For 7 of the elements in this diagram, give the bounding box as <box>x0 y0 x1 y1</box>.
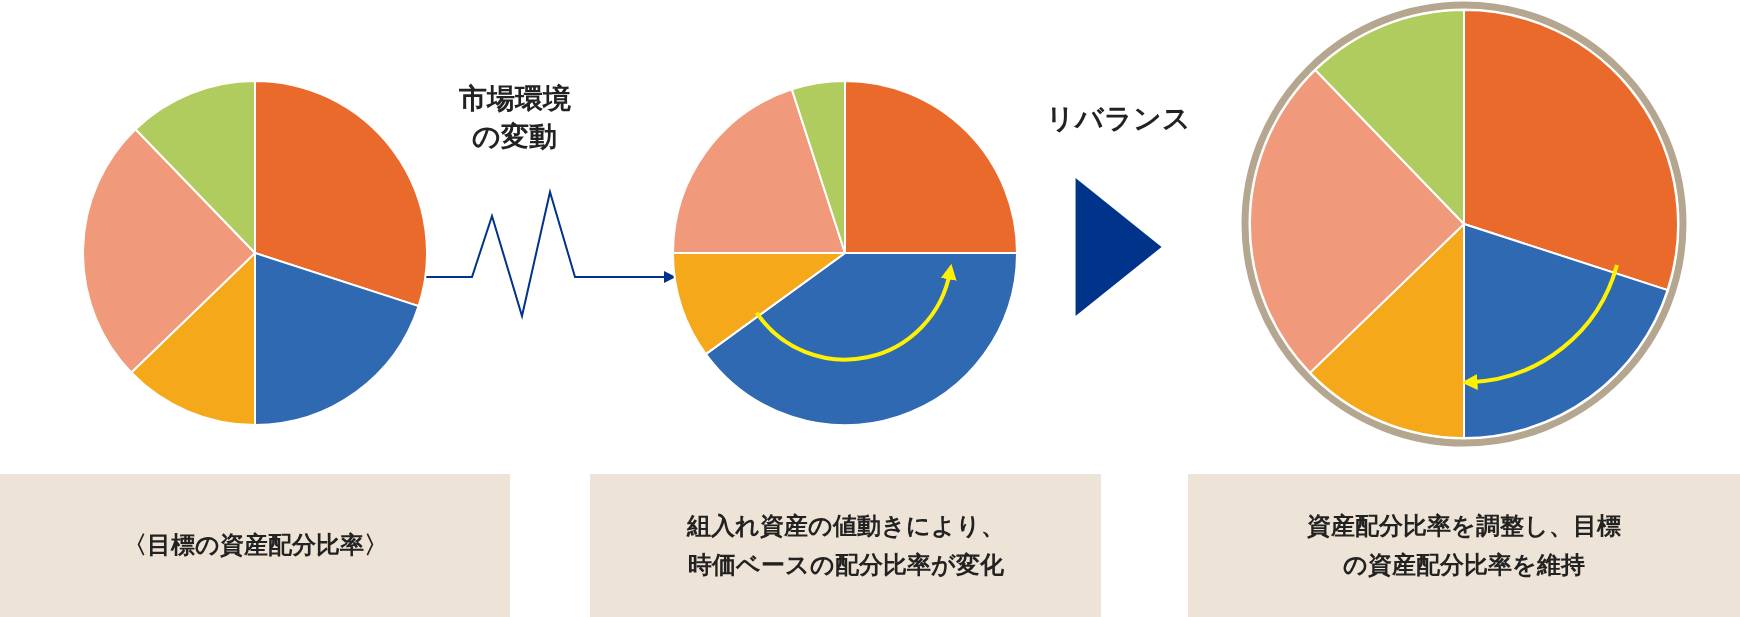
caption-panel <box>0 474 510 617</box>
caption-text: 資産配分比率を調整し、目標の資産配分比率を維持 <box>1306 511 1622 581</box>
caption-panel <box>1188 474 1740 617</box>
caption-panel <box>590 474 1101 617</box>
arrow <box>1075 178 1162 316</box>
caption-text: 組入れ資産の値動きにより、時価ベースの配分比率が変化 <box>685 511 1006 581</box>
caption-text: 〈目標の資産配分比率〉 <box>122 530 388 562</box>
